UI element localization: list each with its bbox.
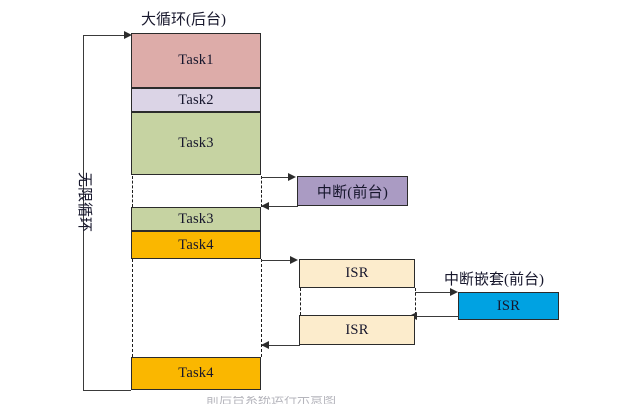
- interrupt-box: 中断(前台): [297, 176, 408, 206]
- loop-vertical-segment: [83, 35, 84, 390]
- preemption-gap-2-left-dash: [131, 259, 133, 357]
- preemption-gap-1-left-dash: [131, 176, 133, 207]
- title-background-loop: 大循环(后台): [141, 12, 226, 28]
- preemption-gap-1-right-dash: [260, 176, 262, 207]
- interrupt-return-arrow-line: [262, 206, 298, 207]
- interrupt-enter-arrow-line: [261, 177, 289, 178]
- task-block-task3-first: Task3: [131, 112, 261, 175]
- interrupt-return-arrow-head-icon: [261, 201, 269, 210]
- preemption-gap-2-right-dash: [260, 259, 262, 357]
- isr-return-arrow-head-icon: [261, 340, 269, 349]
- loop-arrow-top-segment: [83, 35, 127, 36]
- task-block-task4-first: Task4: [131, 231, 261, 259]
- nested-isr-enter-arrow-head-icon: [450, 287, 458, 296]
- isr-gap-right-dash: [414, 288, 416, 315]
- nested-isr-box: ISR: [458, 292, 559, 320]
- isr-enter-arrow-line: [261, 260, 291, 261]
- task-block-task1: Task1: [131, 33, 261, 88]
- task-block-task2: Task2: [131, 88, 261, 112]
- isr-box-first: ISR: [299, 259, 415, 288]
- isr-return-arrow-line: [262, 345, 300, 346]
- nested-isr-return-arrow-line: [416, 316, 459, 317]
- isr-gap-left-dash: [299, 288, 301, 315]
- label-nested-interrupt: 中断嵌套(前台): [444, 272, 544, 288]
- label-infinite-loop: 无限循环: [76, 172, 92, 233]
- bottom-caption: 前后台系统运行示意图: [206, 396, 337, 404]
- task-block-task3-resumed: Task3: [131, 207, 261, 231]
- task-block-task4-resumed: Task4: [131, 357, 261, 390]
- loop-arrow-head-icon: [124, 30, 132, 39]
- isr-box-second: ISR: [299, 315, 415, 345]
- nested-isr-enter-arrow-line: [415, 292, 451, 293]
- loop-arrow-bottom-segment: [83, 390, 131, 391]
- isr-enter-arrow-head-icon: [290, 255, 298, 264]
- interrupt-enter-arrow-head-icon: [288, 172, 296, 181]
